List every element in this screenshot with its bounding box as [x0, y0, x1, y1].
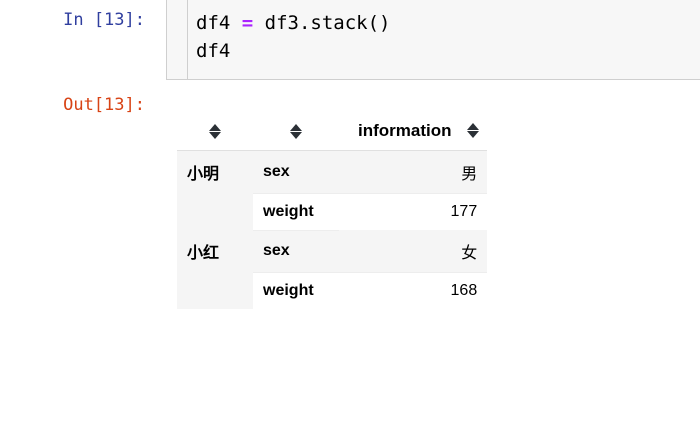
table-row: 小红 sex 女: [177, 229, 488, 310]
table-body: 小明 sex 男 weight 177 小红 sex 女 weight 168: [177, 150, 488, 310]
row-index-level-1: sex: [253, 150, 339, 194]
sort-updown-icon[interactable]: [290, 123, 302, 139]
notebook-output-area: information 小明 sex 男 weight 177 小红 sex 女…: [177, 120, 488, 310]
column-header-information[interactable]: information: [339, 120, 488, 151]
notebook-input-cell[interactable]: In [13]: df4 = df3.stack() df4: [0, 0, 700, 80]
table-header: information: [177, 120, 488, 151]
cell-value: 男: [339, 150, 488, 194]
table-row: weight 168: [177, 272, 488, 310]
table-header-row: information: [177, 120, 488, 151]
cell-value: 177: [339, 192, 488, 231]
code-line-2: df4: [196, 40, 231, 62]
column-header-index-level-0[interactable]: [177, 120, 253, 151]
code-editor[interactable]: df4 = df3.stack() df4: [166, 0, 700, 80]
column-header-label: information: [358, 120, 452, 140]
row-index-level-1: weight: [253, 192, 339, 231]
code-token-assign-rhs: df3.stack(): [253, 12, 391, 34]
column-header-index-level-1[interactable]: [253, 120, 339, 151]
sort-updown-icon[interactable]: [209, 123, 221, 139]
row-index-level-0: 小明: [177, 150, 253, 231]
output-prompt-label: Out[13]:: [63, 95, 145, 115]
input-prompt-label: In [13]:: [63, 10, 145, 30]
sort-updown-icon[interactable]: [467, 123, 480, 139]
table-row: weight 177: [177, 192, 488, 231]
cell-value: 168: [339, 272, 488, 310]
row-index-level-0: 小红: [177, 230, 253, 310]
row-index-level-1: weight: [253, 272, 339, 310]
code-text[interactable]: df4 = df3.stack() df4: [196, 9, 696, 65]
dataframe-table: information 小明 sex 男 weight 177 小红 sex 女…: [177, 120, 488, 310]
code-token-operator: =: [241, 12, 254, 34]
row-index-level-1: sex: [253, 229, 339, 273]
cell-value: 女: [339, 230, 488, 273]
code-token-assign-lhs: df4: [196, 12, 242, 34]
table-row: 小明 sex 男: [177, 150, 488, 231]
